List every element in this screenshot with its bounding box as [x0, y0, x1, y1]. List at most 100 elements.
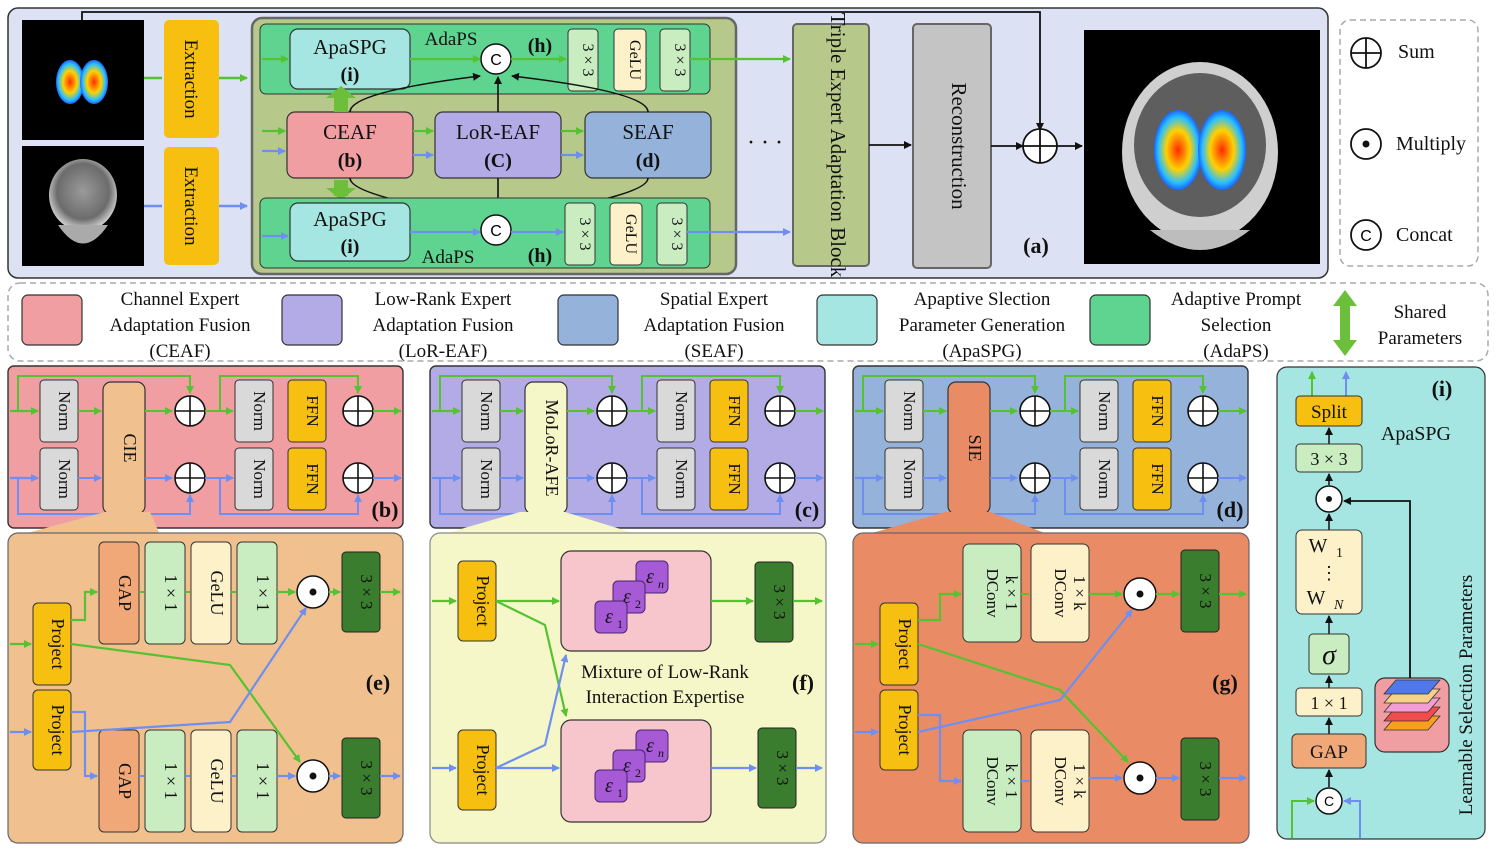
- legend-multiply: Multiply: [1396, 133, 1466, 155]
- conv1x1-i-label: 1 × 1: [1310, 693, 1347, 713]
- norm2-label-panel-d-0: Norm: [1095, 391, 1114, 431]
- shared-label-1: Shared: [1394, 302, 1447, 323]
- extraction-box-top: [164, 20, 219, 138]
- legend-sum: Sum: [1398, 41, 1435, 63]
- symbol-legend: Sum Multiply C Concat: [1339, 19, 1479, 267]
- gelu-a2: GeLU: [622, 214, 639, 254]
- legend-text-4-1: Selection: [1201, 315, 1272, 336]
- conv3x3-g1: [1180, 549, 1220, 633]
- ffn-label-panel-d-1: FFN: [1148, 463, 1167, 494]
- mri-input-image: [22, 146, 144, 266]
- concat-icon-bottom: [480, 214, 512, 246]
- e-box-label-1-0: GAP: [115, 763, 135, 799]
- adaps-bottom-label: AdaPS: [422, 247, 475, 268]
- legend-text-3-0: Apaptive Slection: [914, 289, 1051, 310]
- h-tag-bottom: (h): [528, 245, 552, 267]
- shared-parameters-icon: [1333, 290, 1357, 356]
- reconstruction-label: Reconstruction: [947, 82, 971, 210]
- legend-text-2-1: Adaptation Fusion: [644, 315, 785, 336]
- norm2-label-panel-c-0: Norm: [672, 391, 691, 431]
- project-g2: [879, 689, 919, 771]
- w-dots: ⋮: [1320, 563, 1338, 583]
- conv3x3-i-label: 3 × 3: [1310, 449, 1347, 469]
- expert-label-0-2: ε: [605, 606, 613, 628]
- gap-i: [1291, 733, 1367, 769]
- dconv-k1-top-l2: k × 1: [1002, 575, 1021, 610]
- e-box-label-1-3: 1 × 1: [253, 762, 273, 799]
- concat-symbol-bottom: C: [490, 223, 502, 240]
- apaspg-top-label: ApaSPG: [313, 35, 387, 59]
- ceaf-label: CEAF: [323, 120, 377, 144]
- expert-card-1-2: [594, 769, 628, 803]
- extraction-label-bottom: Extraction: [180, 166, 201, 246]
- project-f2: [457, 729, 497, 811]
- core-label-panel-b: CIE: [120, 434, 140, 463]
- legend-swatch-4: [1089, 294, 1151, 346]
- expert-label-1-0: ε: [646, 735, 654, 757]
- tag-panel-c: (c): [795, 497, 819, 522]
- project-f2-label: Project: [473, 745, 493, 796]
- expert-label-0-0: ε: [646, 566, 654, 588]
- ffn-label-panel-c-0: FFN: [725, 395, 744, 426]
- e-box-label-1-1: 1 × 1: [161, 762, 181, 799]
- legend-text-3-2: (ApaSPG): [942, 341, 1021, 362]
- gelu-a1: GeLU: [626, 40, 643, 80]
- legend-swatch-3: [816, 294, 878, 346]
- tag-panel-b: (b): [372, 497, 399, 522]
- project-g2-label: Project: [895, 705, 915, 756]
- conv3x3-e2: [341, 737, 381, 819]
- e-box-label-0-0: GAP: [115, 575, 135, 611]
- legend-text-3-1: Parameter Generation: [899, 315, 1066, 336]
- expert-sub-1-1: 2: [635, 766, 641, 780]
- seaf-tag: (d): [636, 150, 660, 172]
- h-tag-top: (h): [528, 35, 552, 57]
- sigmoid-block: [1308, 633, 1350, 675]
- split-label: Split: [1311, 402, 1348, 423]
- project-f1-label: Project: [473, 576, 493, 627]
- expert-label-1-1: ε: [623, 755, 631, 777]
- fused-output-image: [1084, 30, 1320, 264]
- dconv-1k-bot-l2: 1 × k: [1070, 763, 1089, 799]
- conv3x3-g1-label: 3 × 3: [1196, 573, 1215, 608]
- panel-i-title: ApaSPG: [1381, 423, 1451, 445]
- expert-sub-0-0: n: [658, 577, 664, 591]
- triple-block-label: Triple Expert Adaptation Block: [826, 13, 850, 278]
- dconv-1k-bot-l1: DConv: [1051, 756, 1070, 806]
- legend-text-0-1: Adaptation Fusion: [110, 315, 251, 336]
- concat-symbol-legend: C: [1360, 228, 1372, 245]
- dconv-1k-bottom: [1030, 729, 1090, 833]
- extraction-label-top: Extraction: [180, 39, 201, 119]
- ellipsis: · · ·: [747, 130, 783, 156]
- legend-swatch-1: [281, 294, 343, 346]
- sigma-label: σ: [1322, 640, 1337, 671]
- conv3x3-e2-label: 3 × 3: [357, 760, 376, 795]
- dconv-k1-bot-l1: DConv: [983, 756, 1002, 806]
- apaspg-bottom-tag: (i): [341, 236, 360, 258]
- panel-i-tag: (i): [1432, 376, 1453, 401]
- legend-text-2-2: (SEAF): [684, 341, 743, 362]
- ffn-label-panel-c-1: FFN: [725, 463, 744, 494]
- split-block: [1295, 395, 1363, 427]
- e-box-label-1-2: GeLU: [207, 759, 227, 804]
- concat-icon: [1350, 219, 1382, 251]
- moe-caption-1: Mixture of Low-Rank: [581, 662, 749, 683]
- e-box-label-0-1: 1 × 1: [161, 574, 181, 611]
- conv3x3-i: [1295, 443, 1363, 473]
- panel-i: (i) ApaSPG Split 3 × 3 W 1 ⋮ W N σ 1 × 1…: [1276, 366, 1486, 840]
- legend-text-1-1: Adaptation Fusion: [373, 315, 514, 336]
- project-e2-label: Project: [48, 705, 68, 756]
- legend-text-0-0: Channel Expert: [121, 289, 240, 310]
- apaspg-bottom-label: ApaSPG: [313, 207, 387, 231]
- norm2-label-panel-d-1: Norm: [1095, 459, 1114, 499]
- concat-icon-i: [1315, 787, 1343, 815]
- concat-symbol-i: C: [1324, 793, 1334, 809]
- ffn-label-panel-b-0: FFN: [303, 395, 322, 426]
- ffn-panel-d-1: [1132, 447, 1172, 511]
- ffn-panel-c-0: [709, 379, 749, 443]
- concat-symbol-top: C: [490, 52, 502, 69]
- legend-text-4-0: Adaptive Prompt: [1171, 289, 1302, 310]
- shared-label-2: Parameters: [1378, 328, 1462, 349]
